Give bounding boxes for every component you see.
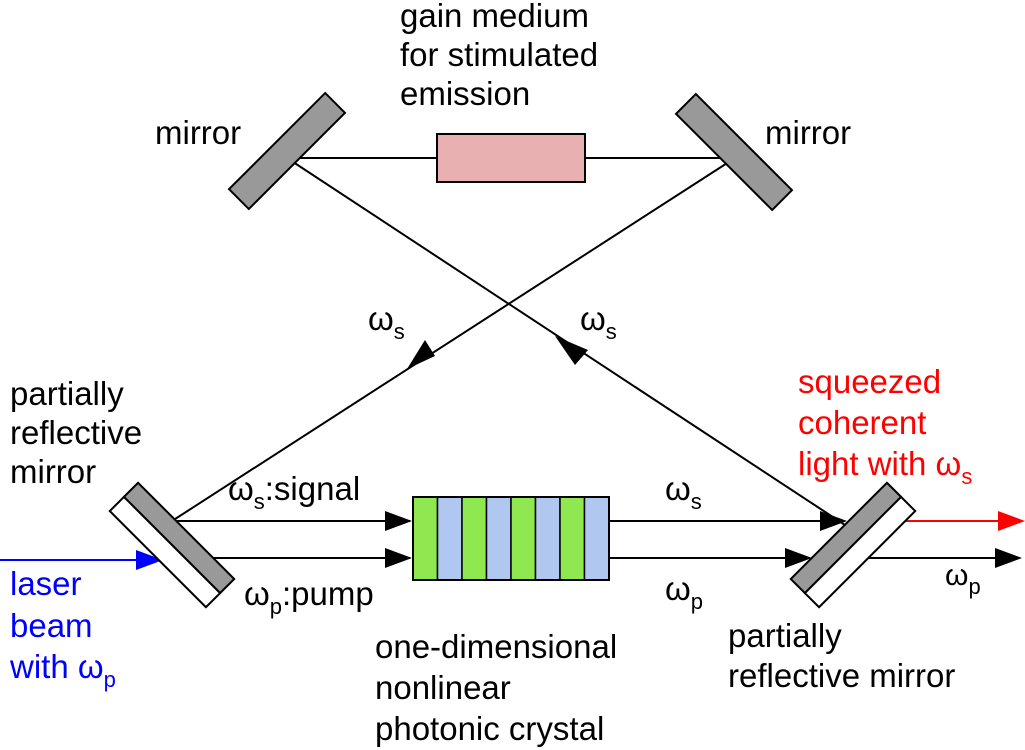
arrow-signal-out-icon xyxy=(820,511,847,531)
mirror-top-left xyxy=(227,91,347,211)
squeezed-light-label: squeezed coherent light with ωs xyxy=(798,363,972,489)
omega-s-signal-label: ωs:signal xyxy=(228,470,360,514)
omega-p-pump-label: ωp:pump xyxy=(244,575,374,619)
partial-mirror-left xyxy=(108,481,236,609)
arrow-pump-in-icon xyxy=(385,548,412,568)
photonic-crystal-label: one-dimensional nonlinear photonic cryst… xyxy=(375,628,626,747)
partial-mirror-right xyxy=(789,481,917,609)
gain-medium-label: gain medium for stimulated emission xyxy=(400,0,607,112)
arrow-squeezed-output-icon xyxy=(998,511,1025,531)
omega-p-out-label: ωp xyxy=(665,570,703,614)
gain-medium-block xyxy=(436,133,586,183)
mirror-top-left-label: mirror xyxy=(155,114,241,151)
arrow-signal-in-icon xyxy=(385,511,412,531)
arrow-diagonal-down-icon xyxy=(407,340,435,369)
arrow-pump-out-icon xyxy=(785,548,812,568)
arrow-laser-input-icon xyxy=(136,550,163,570)
photonic-crystal xyxy=(412,496,610,581)
partial-mirror-left-label: partially reflective mirror xyxy=(10,375,151,490)
omega-s-diagonal-left-label: ωs xyxy=(368,300,405,344)
arrow-diagonal-up-icon xyxy=(555,336,588,365)
mirror-top-right xyxy=(674,92,794,212)
arrow-pump-exit-icon xyxy=(995,548,1022,568)
omega-s-out-label: ωs xyxy=(665,470,702,514)
mirror-top-right-label: mirror xyxy=(765,114,851,151)
partial-mirror-right-label: partially reflective mirror xyxy=(728,617,955,694)
omega-p-exit-label: ωp xyxy=(945,559,981,599)
beam-diagonal-to-left xyxy=(171,157,736,522)
laser-beam-label: laser beam with ωp xyxy=(9,565,116,692)
omega-s-diagonal-right-label: ωs xyxy=(580,300,617,344)
